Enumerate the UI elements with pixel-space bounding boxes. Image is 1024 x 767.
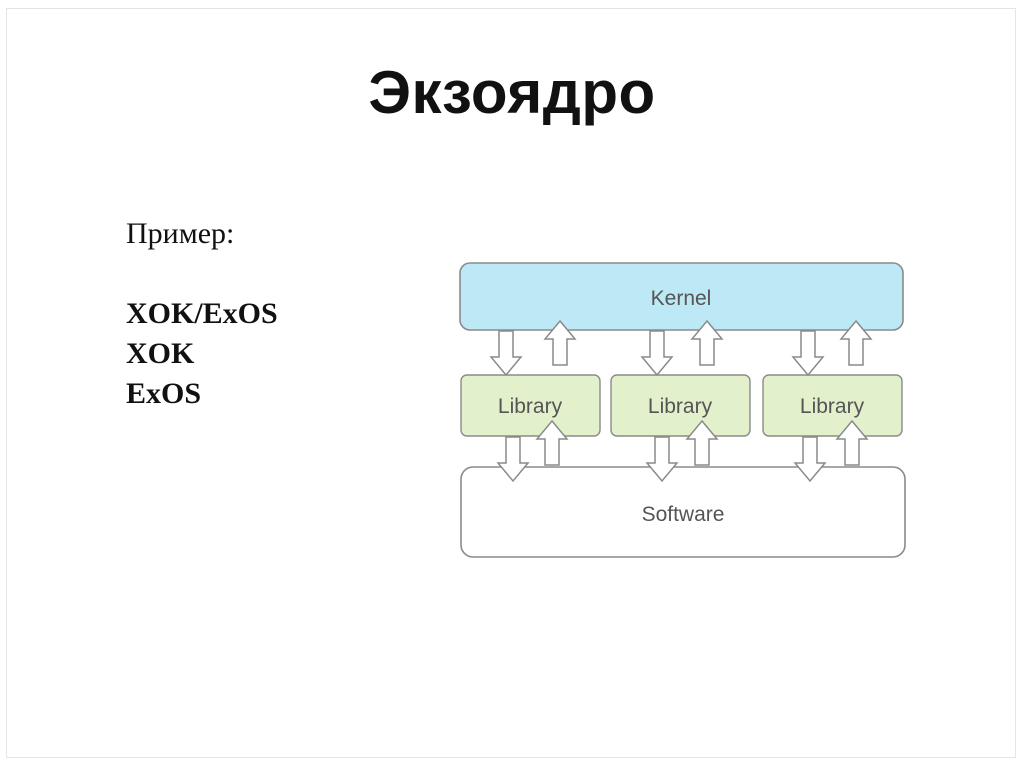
kernel-label: Kernel: [651, 287, 712, 310]
slide-title: Экзоядро: [368, 59, 656, 126]
software-label: Software: [642, 503, 725, 526]
software-box: [460, 466, 906, 558]
library-label: Library: [800, 395, 865, 418]
library-box: [460, 374, 601, 437]
library-box: [762, 374, 903, 437]
example-item: XOK/ExOS: [126, 297, 278, 330]
library-label: Library: [498, 395, 563, 418]
slide-body: Пример: XOK/ExOS XOK ExOS: [126, 214, 278, 414]
example-item: ExOS: [126, 377, 202, 410]
exokernel-diagram: Software Kernel Library Library Library: [459, 262, 906, 558]
down-arrow-icon: [490, 330, 522, 376]
library-label: Library: [648, 395, 713, 418]
kernel-box: [459, 262, 904, 331]
example-item: XOK: [126, 337, 195, 370]
down-arrow-icon: [641, 330, 673, 376]
intro-label: Пример:: [126, 217, 235, 250]
down-arrow-icon: [792, 330, 824, 376]
slide-frame: [6, 8, 1016, 758]
library-box: [610, 374, 751, 437]
